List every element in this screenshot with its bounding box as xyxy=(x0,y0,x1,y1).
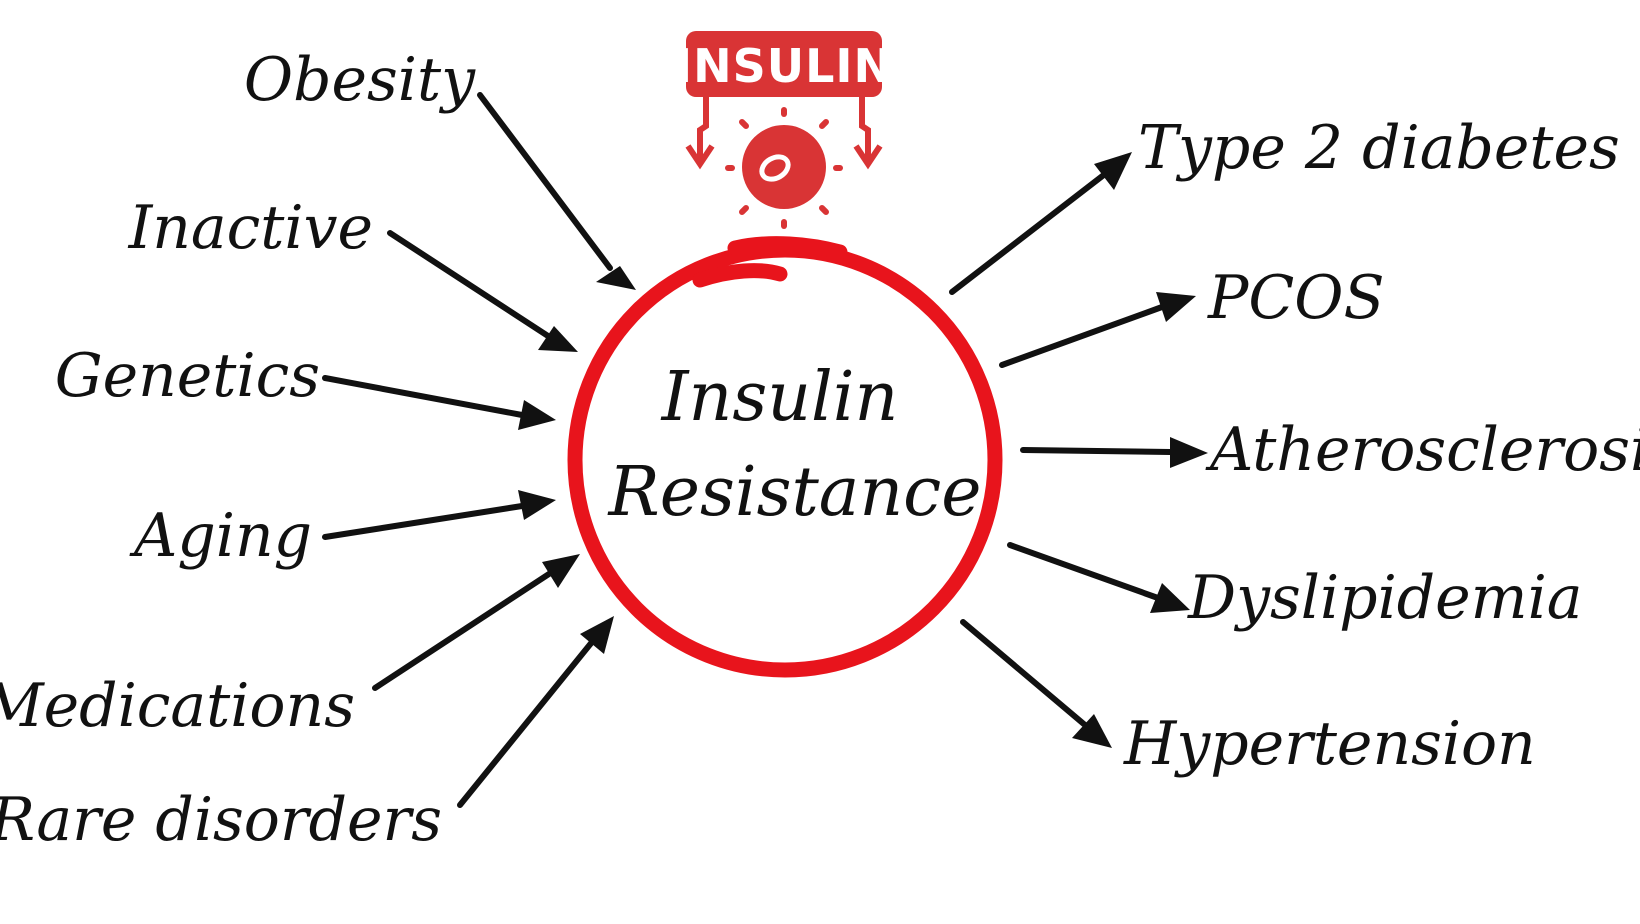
cause-label-genetics: Genetics xyxy=(55,341,320,411)
arrow-medications xyxy=(372,554,580,691)
insulin-badge xyxy=(686,31,882,97)
cause-label-aging: Aging xyxy=(129,501,312,571)
cause-label-medications: Medications xyxy=(0,671,355,741)
effect-label-atherosclerosis: Atherosclerosis xyxy=(1205,415,1640,485)
effect-label-pcos: PCOS xyxy=(1207,263,1385,333)
insulin-cell-icon: INSULIN xyxy=(675,31,893,229)
arrow-aging xyxy=(322,490,556,540)
arrow-genetics xyxy=(322,375,556,430)
insulin-badge-text: INSULIN xyxy=(675,39,893,93)
center-title-line2: Resistance xyxy=(607,453,982,532)
center-ring xyxy=(567,236,1003,678)
arrow-pcos xyxy=(999,292,1196,368)
arrow-atherosclerosis xyxy=(1020,437,1208,468)
effect-arrows xyxy=(949,152,1208,748)
effect-label-hypertension: Hypertension xyxy=(1123,709,1536,779)
arrow-hypertension xyxy=(960,619,1112,748)
badge-bracket-left xyxy=(697,97,709,162)
effect-label-dyslipidemia: Dyslipidemia xyxy=(1187,563,1583,633)
arrow-dyslipidemia xyxy=(1007,542,1190,613)
arrow-rare-disorders xyxy=(457,616,614,808)
cause-label-obesity: Obesity xyxy=(244,45,476,115)
arrow-obesity xyxy=(477,92,636,290)
cause-label-rare-disorders: Rare disorders xyxy=(0,785,442,855)
insulin-cell xyxy=(742,125,826,209)
cause-label-inactive: Inactive xyxy=(128,193,373,263)
effect-label-type2-diabetes: Type 2 diabetes xyxy=(1138,113,1620,183)
center-title-line1: Insulin xyxy=(660,358,899,437)
arrow-inactive xyxy=(387,230,578,352)
arrow-type2-diabetes xyxy=(949,152,1132,295)
badge-bracket-right xyxy=(859,97,871,162)
cause-arrows xyxy=(322,92,636,808)
